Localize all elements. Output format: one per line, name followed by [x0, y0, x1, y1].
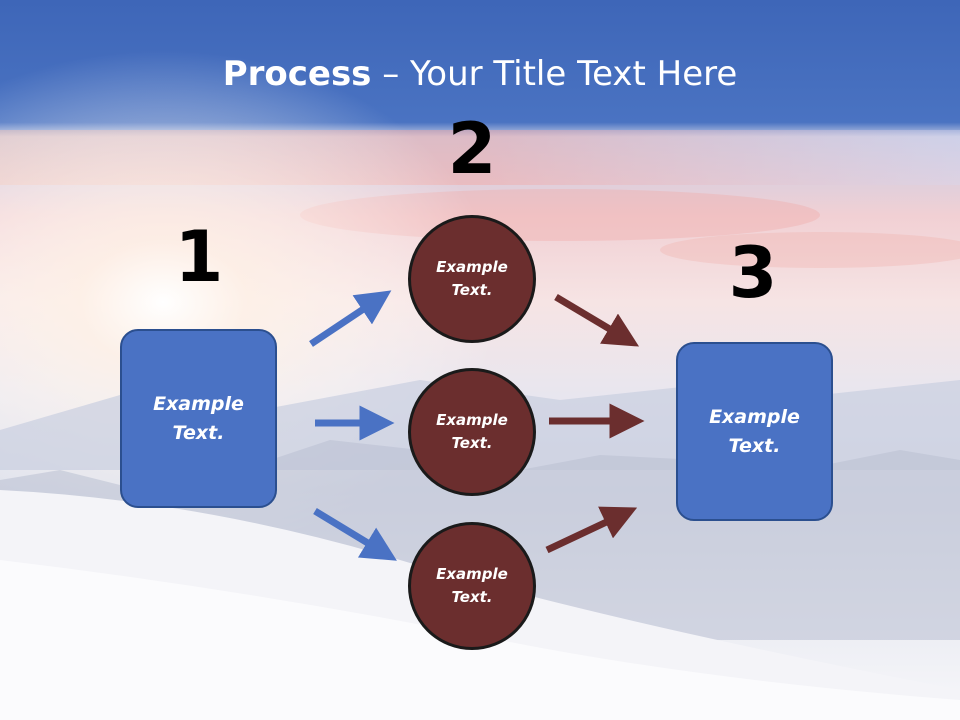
step-number-2: 2: [447, 108, 497, 190]
step-number-1: 1: [174, 216, 224, 298]
step-number-3: 3: [728, 232, 778, 314]
circle-top-label: Example Text.: [436, 258, 508, 299]
circle-bottom-label: Example Text.: [436, 565, 508, 606]
step-1-label: Example Text.: [153, 392, 244, 444]
circle-bottom: Example Text.: [408, 522, 536, 650]
circle-top: Example Text.: [408, 215, 536, 343]
arrow-box1-to-circle-bottom: [313, 508, 397, 561]
step-3-box: Example Text.: [676, 342, 833, 521]
arrow-box1-to-circle-top: [309, 290, 392, 347]
arrow-circle-top-to-box3: [554, 293, 640, 347]
circle-middle-label: Example Text.: [436, 411, 508, 452]
title-bold: Process: [222, 54, 372, 94]
step-1-box: Example Text.: [120, 329, 277, 508]
title-rest: – Your Title Text Here: [371, 54, 738, 94]
arrow-circle-bottom-to-box3: [545, 506, 638, 554]
slide-title: Process – Your Title Text Here: [0, 52, 960, 96]
step-3-label: Example Text.: [709, 405, 800, 457]
circle-middle: Example Text.: [408, 368, 536, 496]
